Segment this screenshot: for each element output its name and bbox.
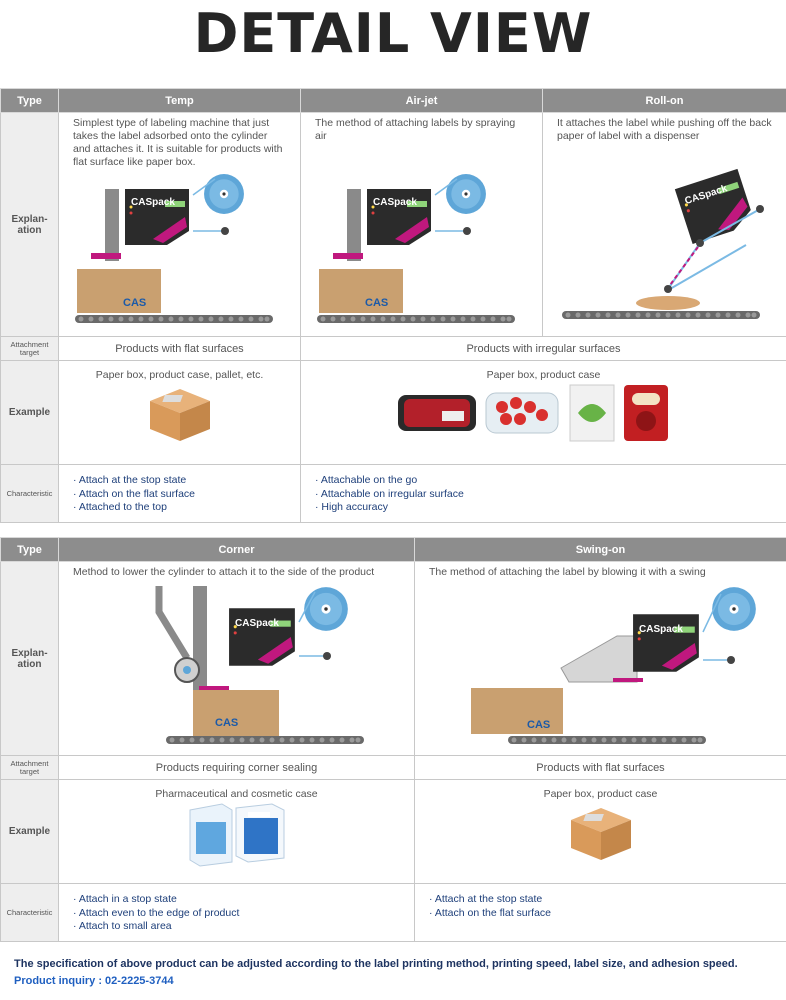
paper-box-illustration	[149, 389, 210, 441]
example-label: Example	[0, 360, 59, 465]
machine-logo: CASpack	[639, 624, 683, 635]
cosmetic-case-illustration	[189, 803, 284, 867]
example-text-flat: Paper box, product case, pallet, etc.	[95, 369, 264, 381]
example-text-corner: Pharmaceutical and cosmetic case	[155, 788, 318, 800]
column-header-corner: Corner	[58, 537, 415, 562]
detail-table-2: Type Corner Swing-on Explan- ation Metho…	[0, 537, 786, 942]
characteristic-list-corner: Attach in a stop state Attach even to th…	[59, 884, 414, 934]
roll-on-labeler-illustration: CASpack	[561, 168, 764, 319]
list-item: Attach to small area	[73, 920, 414, 934]
characteristic-irregular-cell: Attachable on the go Attachable on irreg…	[300, 464, 786, 523]
attachment-target-flat: Products with flat surfaces	[58, 336, 301, 361]
detail-table-1: Type Temp Air-jet Roll-on Explan- ation …	[0, 88, 786, 523]
machine-logo: CASpack	[131, 197, 175, 208]
explanation-row: Explan- ation Method to lower the cylind…	[0, 561, 786, 756]
air-jet-labeler-illustration: CASpack CAS	[316, 174, 515, 323]
paper-box-illustration	[570, 808, 631, 860]
characteristic-list-swing-on: Attach at the stop state Attach on the f…	[415, 884, 786, 920]
characteristic-corner-cell: Attach in a stop state Attach even to th…	[58, 883, 415, 942]
box-logo: CAS	[123, 297, 146, 309]
characteristic-label: Characteristic	[0, 464, 59, 523]
table2-header-row: Type Corner Swing-on	[0, 537, 786, 562]
swing-on-labeler-illustration: CASpack CAS	[470, 587, 756, 744]
explanation-row: Explan- ation Simplest type of labeling …	[0, 112, 786, 337]
explanation-swing-on: The method of attaching the label by blo…	[414, 561, 786, 756]
list-item: Attach even to the edge of product	[73, 907, 414, 921]
example-irregular-cell: Paper box, product case	[300, 360, 786, 465]
explanation-label: Explan- ation	[0, 561, 59, 756]
box-logo: CAS	[527, 719, 550, 731]
explanation-text-air-jet: The method of attaching labels by sprayi…	[315, 117, 516, 142]
characteristic-flat-cell: Attach at the stop state Attach on the f…	[58, 464, 301, 523]
attachment-target-row: Attachment target Products requiring cor…	[0, 755, 786, 780]
attachment-target-label: Attachment target	[0, 755, 59, 780]
page-title: DETAIL VIEW	[193, 2, 593, 65]
attachment-target-corner: Products requiring corner sealing	[58, 755, 415, 780]
attachment-target-swing-on: Products with flat surfaces	[414, 755, 786, 780]
corner-labeler-illustration: CASpack CAS	[155, 586, 364, 744]
explanation-text-swing-on: The method of attaching the label by blo…	[429, 566, 706, 578]
list-item: Attach at the stop state	[73, 474, 300, 488]
example-corner-cell: Pharmaceutical and cosmetic case	[58, 779, 415, 884]
temp-labeler-illustration: CASpack CAS	[74, 174, 273, 323]
column-header-air-jet: Air-jet	[300, 88, 543, 113]
example-row: Example Pharmaceutical and cosmetic case…	[0, 779, 786, 884]
explanation-corner: Method to lower the cylinder to attach i…	[58, 561, 415, 756]
type-header: Type	[0, 88, 59, 113]
box-logo: CAS	[365, 297, 388, 309]
characteristic-row: Characteristic Attach at the stop state …	[0, 464, 786, 523]
characteristic-list-flat: Attach at the stop state Attach on the f…	[59, 465, 300, 515]
example-swing-on-cell: Paper box, product case	[414, 779, 786, 884]
example-row: Example Paper box, product case, pallet,…	[0, 360, 786, 465]
machine-logo: CASpack	[235, 618, 279, 629]
example-text-irregular: Paper box, product case	[486, 369, 601, 381]
example-text-swing-on: Paper box, product case	[543, 788, 658, 800]
attachment-target-irregular: Products with irregular surfaces	[300, 336, 786, 361]
list-item: Attach in a stop state	[73, 893, 414, 907]
column-header-swing-on: Swing-on	[414, 537, 786, 562]
characteristic-row: Characteristic Attach in a stop state At…	[0, 883, 786, 942]
list-item: Attached to the top	[73, 501, 300, 515]
list-item: Attach on the flat surface	[429, 907, 786, 921]
explanation-label: Explan- ation	[0, 112, 59, 337]
explanation-roll-on: It attaches the label while pushing off …	[542, 112, 786, 337]
box-logo: CAS	[215, 717, 238, 729]
list-item: Attachable on irregular surface	[315, 488, 786, 502]
product-inquiry: Product inquiry : 02-2225-3744	[14, 975, 174, 987]
specification-note: The specification of above product can b…	[14, 958, 738, 970]
explanation-air-jet: The method of attaching labels by sprayi…	[300, 112, 543, 337]
characteristic-list-irregular: Attachable on the go Attachable on irreg…	[301, 465, 786, 515]
example-label: Example	[0, 779, 59, 884]
list-item: Attach at the stop state	[429, 893, 786, 907]
list-item: Attach on the flat surface	[73, 488, 300, 502]
table1-header-row: Type Temp Air-jet Roll-on	[0, 88, 786, 113]
explanation-text-corner: Method to lower the cylinder to attach i…	[73, 566, 375, 578]
list-item: High accuracy	[315, 501, 786, 515]
irregular-products-illustration	[397, 384, 668, 442]
attachment-target-label: Attachment target	[0, 336, 59, 361]
machine-logo: CASpack	[373, 197, 417, 208]
explanation-temp: Simplest type of labeling machine that j…	[58, 112, 301, 337]
type-header: Type	[0, 537, 59, 562]
attachment-target-row: Attachment target Products with flat sur…	[0, 336, 786, 361]
explanation-text-temp: Simplest type of labeling machine that j…	[73, 117, 283, 168]
characteristic-swing-on-cell: Attach at the stop state Attach on the f…	[414, 883, 786, 942]
column-header-roll-on: Roll-on	[542, 88, 786, 113]
characteristic-label: Characteristic	[0, 883, 59, 942]
list-item: Attachable on the go	[315, 474, 786, 488]
example-temp-cell: Paper box, product case, pallet, etc.	[58, 360, 301, 465]
column-header-temp: Temp	[58, 88, 301, 113]
explanation-text-roll-on: It attaches the label while pushing off …	[557, 117, 772, 142]
